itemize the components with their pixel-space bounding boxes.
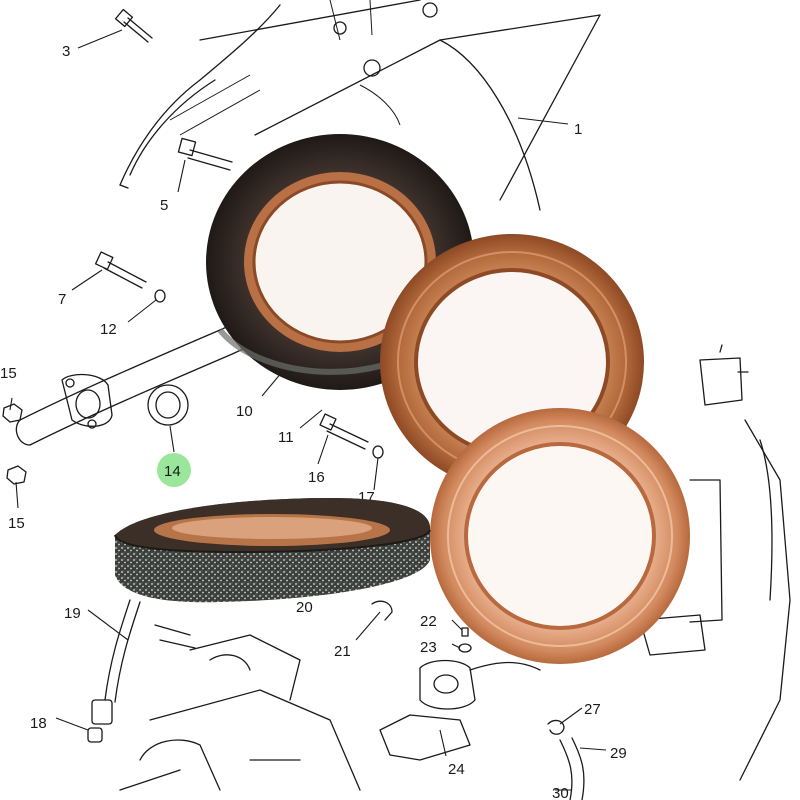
callout-7: 7: [58, 291, 66, 308]
gasket-copper-front: [430, 408, 690, 664]
callout-labels: 1 3 4 5 6 7 10 11 12 14 15 15 16 16 17 1…: [0, 43, 627, 800]
gasket-dark-top: [206, 134, 474, 390]
callout-15-upper: 15: [0, 365, 17, 382]
callout-23: 23: [420, 639, 437, 656]
callout-29: 29: [610, 745, 627, 762]
callout-19: 19: [64, 605, 81, 622]
gasket-graphite-flat: [114, 498, 431, 603]
callout-3: 3: [62, 43, 70, 60]
callout-10: 10: [236, 403, 253, 420]
callout-27: 27: [584, 701, 601, 718]
callout-24: 24: [448, 761, 465, 778]
callout-1: 1: [574, 121, 582, 138]
callout-14: 14: [164, 463, 181, 480]
callout-16-lower: 16: [308, 469, 325, 486]
callout-11: 11: [278, 429, 294, 446]
callout-30: 30: [552, 785, 569, 800]
highlight-marker: [157, 453, 191, 487]
callout-20: 20: [296, 599, 313, 616]
callout-21: 21: [334, 643, 351, 660]
callout-15-lower: 15: [8, 515, 25, 532]
gasket-photos: [114, 134, 690, 664]
callout-18: 18: [30, 715, 47, 732]
callout-12: 12: [100, 321, 117, 338]
callout-5: 5: [160, 197, 168, 214]
callout-22: 22: [420, 613, 437, 630]
